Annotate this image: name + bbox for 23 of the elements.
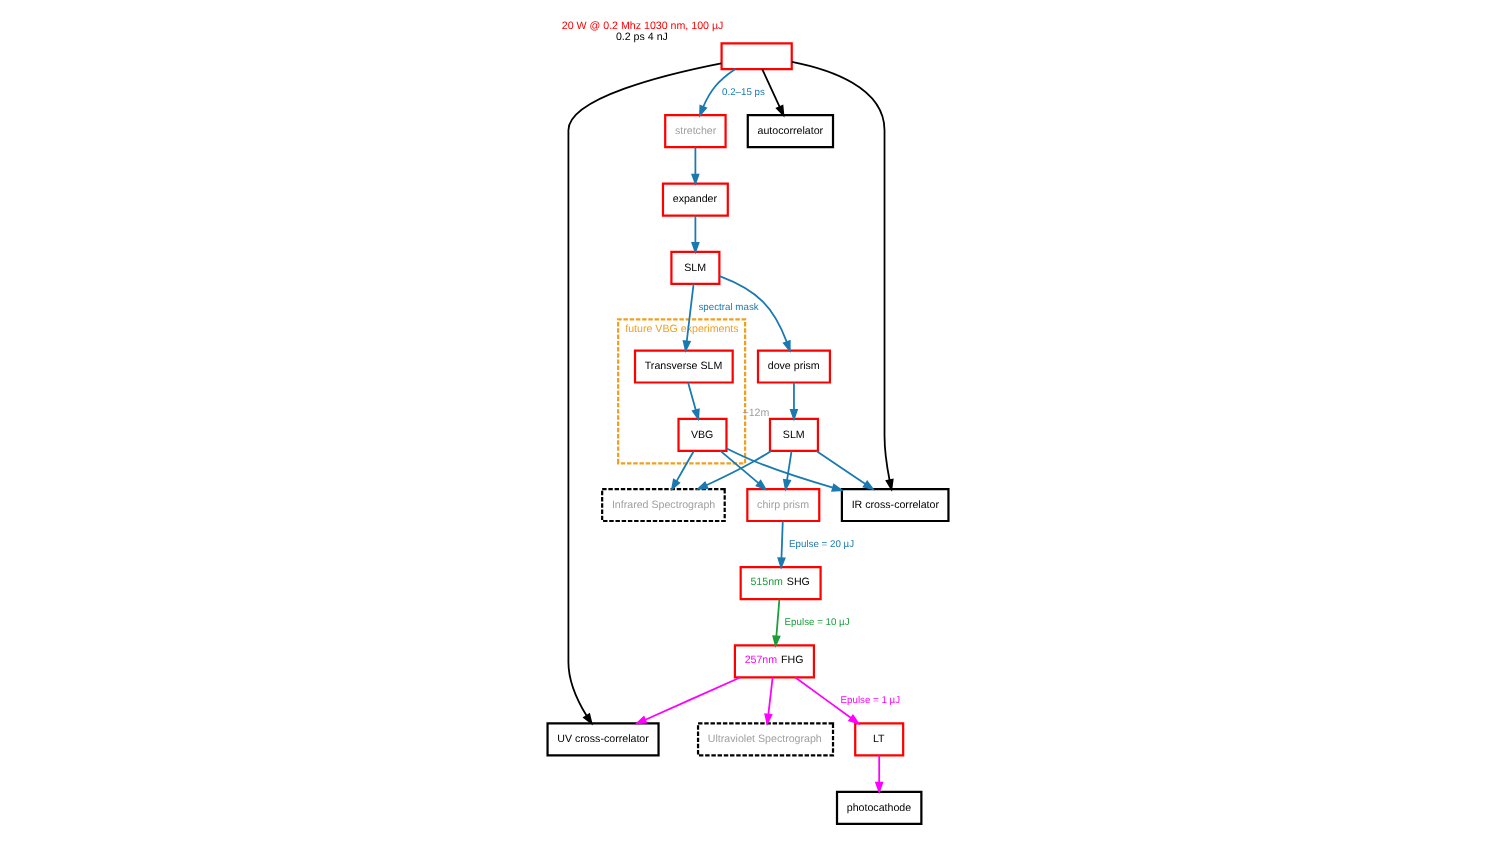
arrow: [791, 61, 894, 492]
arrow: [719, 450, 768, 491]
arrow: [782, 450, 793, 492]
arrow: [682, 283, 695, 353]
arrow: [874, 754, 884, 795]
arrow: [687, 381, 700, 422]
arrow: [761, 68, 785, 118]
arrow: [725, 447, 845, 492]
arrow: [670, 450, 695, 492]
arrow: [815, 450, 875, 491]
arrow: [698, 68, 737, 118]
arrow: [691, 214, 700, 255]
arrow: [772, 598, 781, 648]
arrow: [789, 381, 799, 422]
arrow: [691, 146, 700, 187]
arrow: [777, 520, 786, 570]
arrow: [794, 676, 861, 725]
arrow: [695, 450, 773, 491]
arrow: [634, 676, 742, 725]
arrow: [718, 275, 791, 354]
arrow: [764, 676, 774, 727]
arrow: [567, 62, 723, 726]
node-box: [720, 42, 793, 71]
